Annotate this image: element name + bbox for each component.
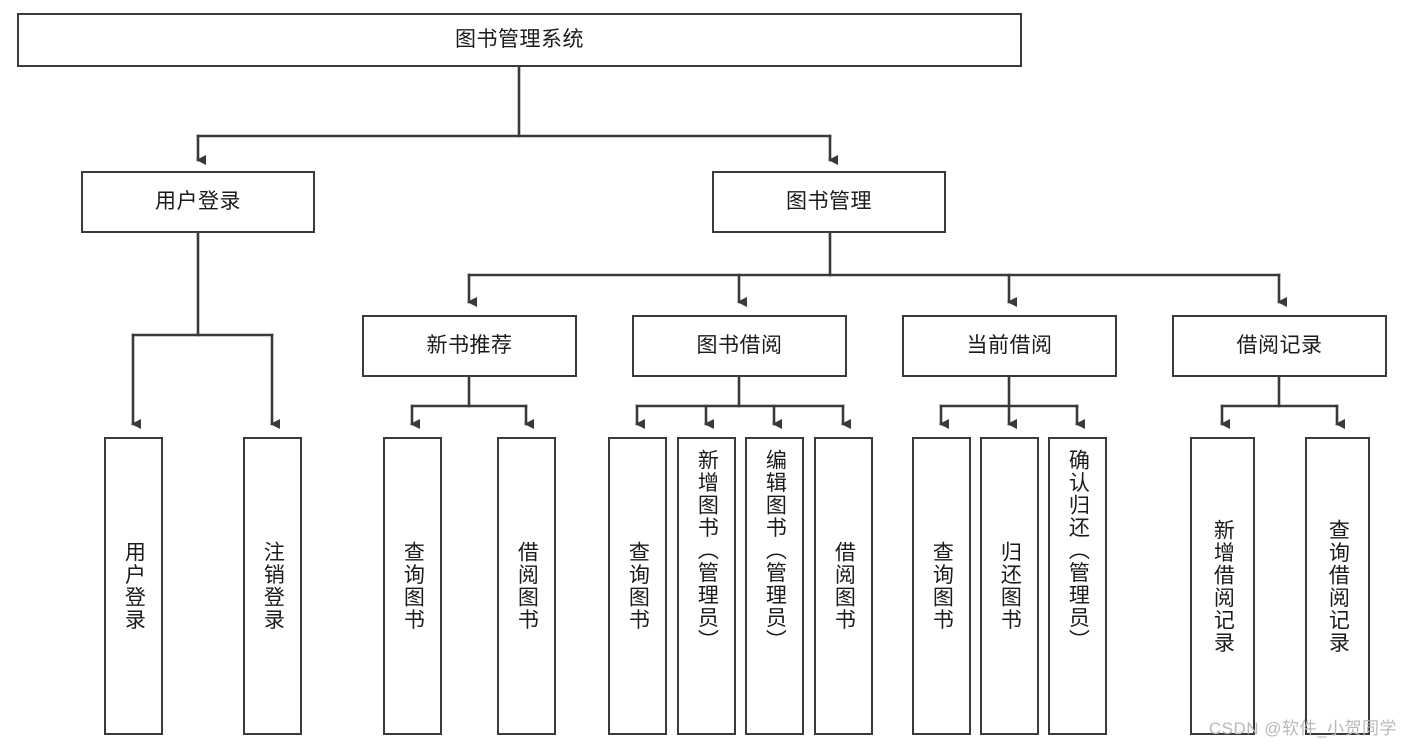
node-root-label: 图书管理系统 [455, 27, 584, 51]
node-leaf-add-book[interactable]: 新增图书（管理员） [677, 437, 736, 735]
node-current-borrow-label: 当前借阅 [966, 333, 1053, 357]
node-current-borrow[interactable]: 当前借阅 [902, 315, 1117, 377]
node-leaf-edit-book[interactable]: 编辑图书（管理员） [745, 437, 804, 735]
node-leaf-query-record-label: 查询借阅记录 [1326, 518, 1350, 654]
node-user-login[interactable]: 用户登录 [81, 171, 315, 233]
node-leaf-return-book[interactable]: 归还图书 [980, 437, 1039, 735]
node-leaf-add-book-label: 新增图书（管理员） [695, 449, 719, 652]
node-leaf-query-book-2-label: 查询图书 [626, 541, 650, 631]
node-leaf-query-book-2[interactable]: 查询图书 [608, 437, 667, 735]
node-user-login-label: 用户登录 [155, 189, 241, 213]
node-leaf-borrow-book-2[interactable]: 借阅图书 [814, 437, 873, 735]
node-leaf-confirm-return[interactable]: 确认归还（管理员） [1048, 437, 1107, 735]
node-leaf-logout-label: 注销登录 [261, 541, 285, 631]
node-leaf-query-record[interactable]: 查询借阅记录 [1305, 437, 1370, 735]
node-leaf-user-login[interactable]: 用户登录 [104, 437, 163, 735]
node-book-borrow[interactable]: 图书借阅 [632, 315, 847, 377]
node-leaf-user-login-label: 用户登录 [122, 541, 146, 631]
node-leaf-query-book-1-label: 查询图书 [401, 541, 425, 631]
node-leaf-edit-book-label: 编辑图书（管理员） [763, 449, 787, 652]
node-borrow-record[interactable]: 借阅记录 [1172, 315, 1387, 377]
node-leaf-query-book-1[interactable]: 查询图书 [383, 437, 442, 735]
node-leaf-borrow-book-1-label: 借阅图书 [515, 541, 539, 631]
node-leaf-query-book-3[interactable]: 查询图书 [912, 437, 971, 735]
node-book-borrow-label: 图书借阅 [696, 333, 783, 357]
node-book-manage-label: 图书管理 [786, 189, 872, 213]
node-leaf-confirm-return-label: 确认归还（管理员） [1066, 449, 1090, 652]
node-leaf-logout[interactable]: 注销登录 [243, 437, 302, 735]
watermark: CSDN @软件_小贺同学 [1208, 719, 1397, 738]
node-leaf-add-record[interactable]: 新增借阅记录 [1190, 437, 1255, 735]
node-leaf-add-record-label: 新增借阅记录 [1211, 518, 1235, 654]
node-book-manage[interactable]: 图书管理 [712, 171, 946, 233]
node-new-book-rec[interactable]: 新书推荐 [362, 315, 577, 377]
node-leaf-borrow-book-1[interactable]: 借阅图书 [497, 437, 556, 735]
node-leaf-return-book-label: 归还图书 [998, 541, 1022, 631]
node-root[interactable]: 图书管理系统 [17, 13, 1022, 67]
node-leaf-query-book-3-label: 查询图书 [930, 541, 954, 631]
node-borrow-record-label: 借阅记录 [1236, 333, 1323, 357]
node-leaf-borrow-book-2-label: 借阅图书 [832, 541, 856, 631]
node-new-book-rec-label: 新书推荐 [426, 333, 513, 357]
